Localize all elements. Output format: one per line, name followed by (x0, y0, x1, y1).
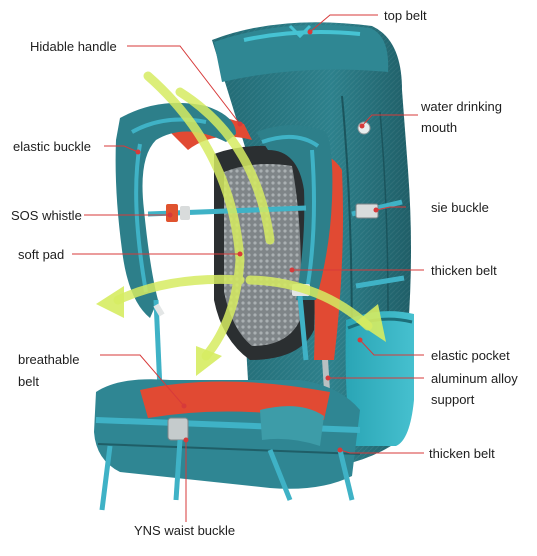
left-shoulder-strap (115, 102, 236, 391)
label-breathable: breathable (18, 352, 80, 367)
airflow-arrowheads (96, 286, 386, 376)
label-elastic-pocket: elastic pocket (431, 348, 510, 363)
label-aluminum-support: support (431, 392, 475, 407)
label-top-belt: top belt (384, 8, 427, 23)
hip-belt (94, 379, 361, 511)
leader-lines (72, 14, 424, 522)
label-breathable-belt: belt (18, 374, 39, 389)
label-water-drinking-mouth: mouth (421, 120, 458, 135)
label-sie-buckle: sie buckle (431, 200, 489, 215)
label-aluminum-alloy: aluminum alloy (431, 371, 518, 386)
label-thicken-belt-lower: thicken belt (429, 446, 495, 461)
label-yns-waist-buckle: YNS waist buckle (134, 523, 236, 538)
label-elastic-buckle: elastic buckle (13, 139, 92, 154)
label-thicken-belt-upper: thicken belt (431, 263, 497, 278)
label-soft-pad: soft pad (18, 247, 65, 262)
label-water-drinking: water drinking (421, 99, 502, 114)
sternum-strap (147, 204, 307, 222)
airflow-arrows (113, 71, 373, 361)
label-sos-whistle: SOS whistle (11, 208, 82, 223)
leader-dots (135, 29, 379, 453)
label-hidable-handle: Hidable handle (30, 39, 117, 54)
